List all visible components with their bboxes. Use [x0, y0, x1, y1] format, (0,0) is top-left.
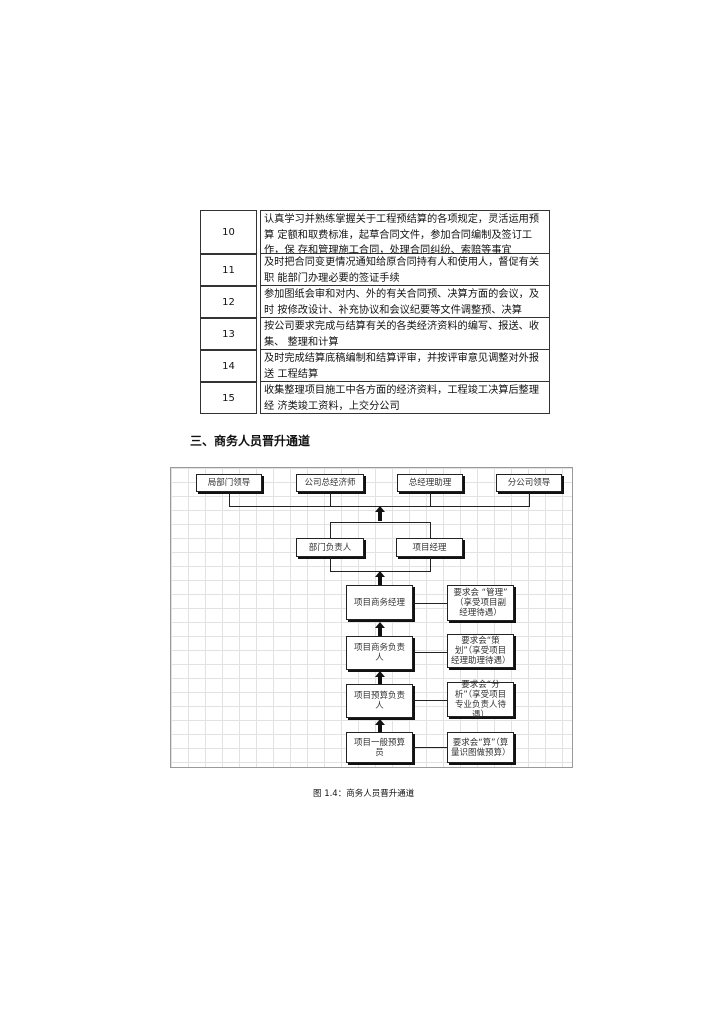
connector: [229, 493, 230, 506]
connector: [330, 522, 331, 538]
connector: [330, 522, 431, 523]
role-box: 项目商务经理: [346, 585, 413, 620]
row-number: 12: [200, 286, 257, 318]
connector: [413, 747, 447, 748]
row-text: 及时把合同变更情况通知给原合同持有人和使用人，督促有关职 能部门办理必要的签证手…: [260, 254, 550, 286]
row-number: 10: [200, 210, 257, 254]
figure-caption: 图 1.4：商务人员晋升通道: [313, 789, 415, 799]
row-text: 认真学习并熟练掌握关于工程预结算的各项规定，灵活运用预算 定额和取费标准，起草合…: [260, 210, 550, 256]
requirement-box: 要求会“策划”（享受项目经理助理待遇）: [447, 634, 514, 668]
top-box: 公司总经济师: [296, 474, 364, 492]
row-number: 15: [200, 382, 257, 414]
requirement-box: 要求会“分析”（享受项目专业负责人待遇）: [447, 680, 514, 720]
connector: [413, 700, 447, 701]
connector: [430, 557, 431, 571]
row-number: 14: [200, 350, 257, 382]
row-text: 收集整理项目施工中各方面的经济资料，工程竣工决算后整理经 济类竣工资料，上交分公…: [260, 382, 550, 414]
row-number: 11: [200, 254, 257, 286]
section-heading: 三、商务人员晋升通道: [190, 434, 311, 448]
connector: [413, 603, 447, 604]
requirement-box: 要求会“算”（算量识图做预算）: [447, 732, 514, 763]
middle-box: 部门负责人: [296, 538, 364, 557]
connector: [330, 493, 331, 506]
role-box: 项目商务负责人: [346, 636, 413, 670]
connector: [529, 493, 530, 506]
requirement-box: 要求会 “管理” （享受项目副经理待遇）: [447, 585, 514, 621]
role-box: 项目预算负责人: [346, 684, 413, 718]
top-box: 局部门领导: [196, 474, 262, 492]
top-box: 总经理助理: [397, 474, 463, 492]
connector: [430, 522, 431, 538]
row-text: 按公司要求完成与结算有关的各类经济资料的编写、报送、收集、 整理和计算: [260, 318, 550, 350]
row-text: 及时完成结算底稿编制和结算评审，并按评审意见调整对外报送 工程结算: [260, 350, 550, 382]
top-box: 分公司领导: [496, 474, 562, 492]
row-number: 13: [200, 318, 257, 350]
connector: [430, 493, 431, 506]
row-text: 参加图纸会审和对内、外的有关合同预、决算方面的会议，及时 按修改设计、补充协议和…: [260, 286, 550, 318]
connector: [413, 652, 447, 653]
connector: [330, 557, 331, 571]
middle-box: 项目经理: [396, 538, 463, 557]
role-box: 项目一般预算员: [346, 732, 413, 763]
